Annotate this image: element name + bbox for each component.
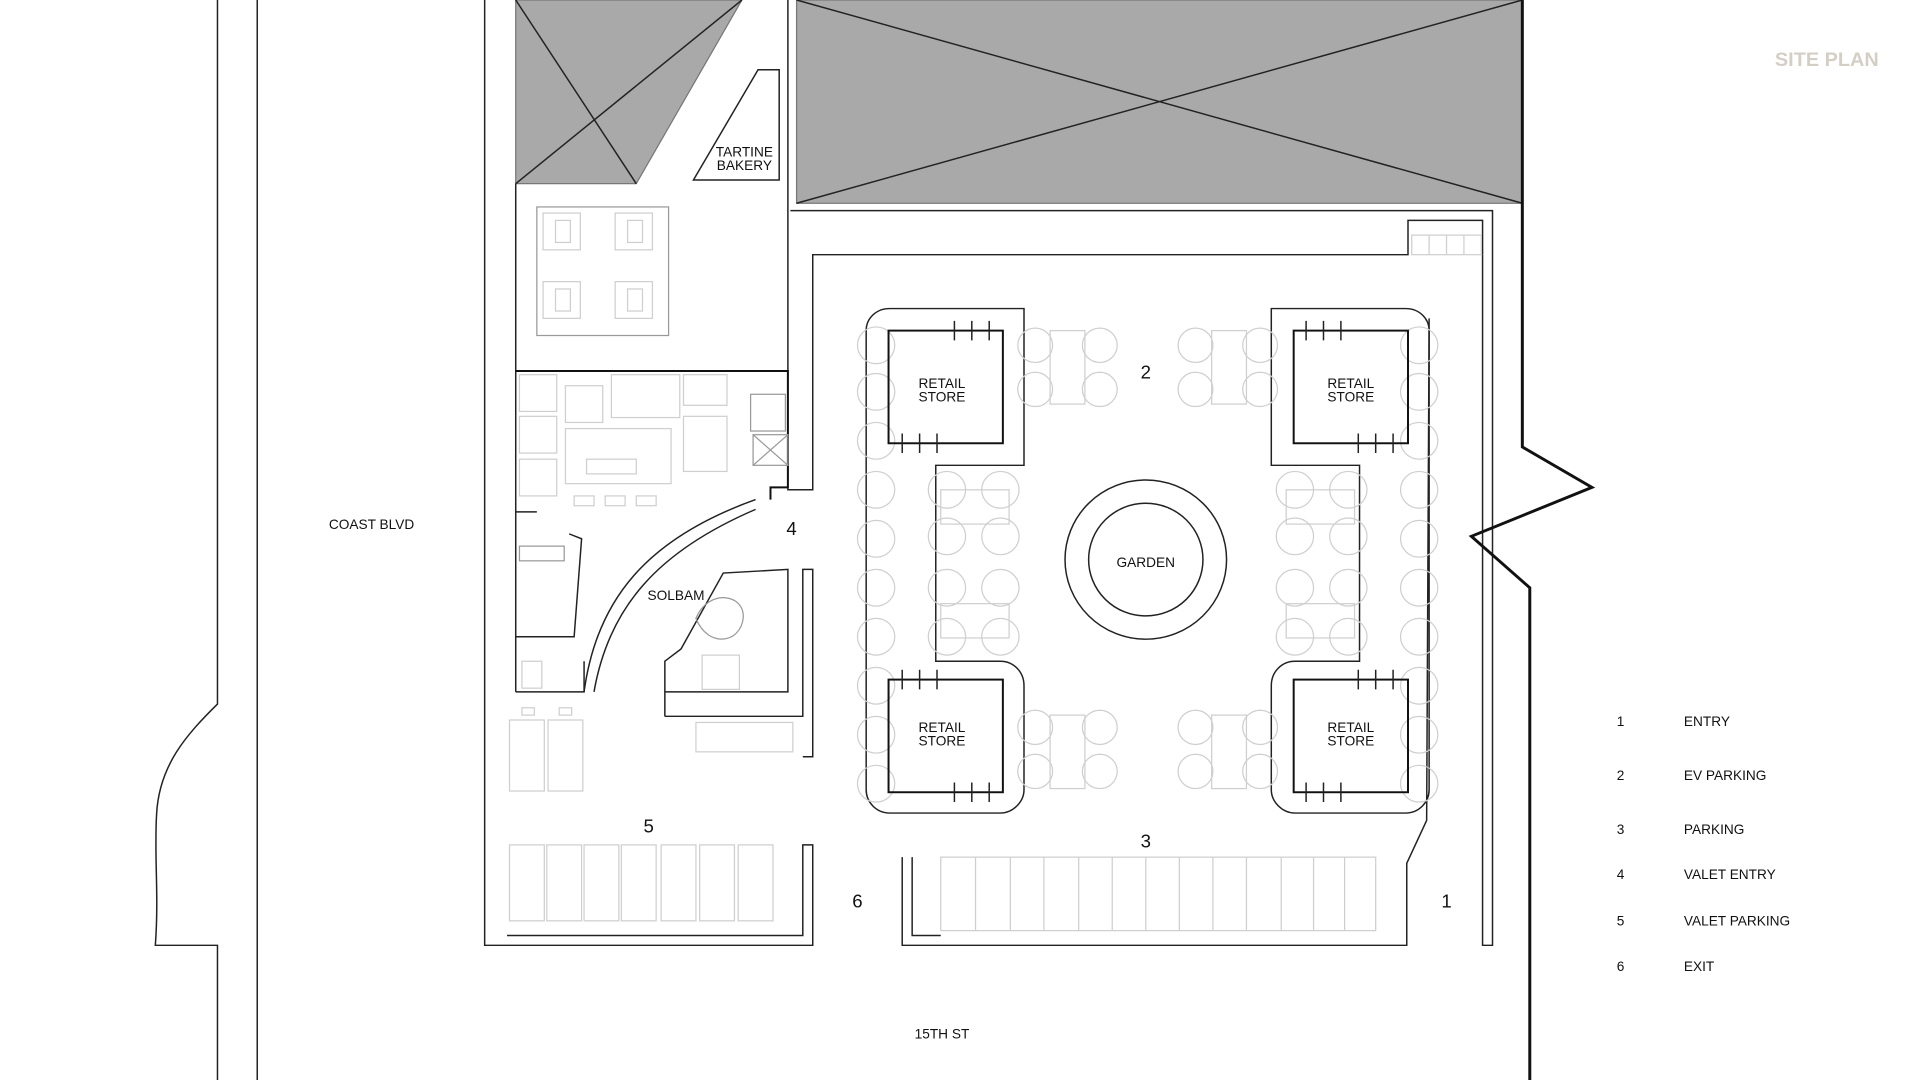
svg-text:2: 2	[1617, 768, 1625, 783]
svg-text:PARKING: PARKING	[1684, 822, 1744, 837]
svg-text:VALET ENTRY: VALET ENTRY	[1684, 867, 1776, 882]
retail-label: STORE	[919, 734, 966, 749]
tartine-bakery-label-2: BAKERY	[717, 158, 772, 173]
retail-label: STORE	[1327, 734, 1374, 749]
neighbor-building-right	[795, 0, 1523, 204]
svg-text:1: 1	[1617, 714, 1625, 729]
marker-5: 5	[644, 816, 654, 837]
retail-label: STORE	[919, 390, 966, 405]
property-line	[1468, 0, 1596, 1080]
site-plan-title: SITE PLAN	[1775, 49, 1879, 71]
svg-text:5: 5	[1617, 914, 1625, 929]
svg-text:ENTRY: ENTRY	[1684, 714, 1730, 729]
retail-label: STORE	[1327, 390, 1374, 405]
retail-store-ne	[1292, 320, 1409, 454]
retail-label: RETAIL	[1327, 720, 1374, 735]
valet-parking-stalls	[508, 707, 774, 922]
coast-blvd-curb	[154, 0, 219, 1080]
svg-text:EXIT: EXIT	[1684, 959, 1714, 974]
neighbor-building-left	[515, 0, 743, 185]
retail-store-nw	[887, 320, 1004, 454]
svg-text:EV PARKING: EV PARKING	[1684, 768, 1767, 783]
plaza	[856, 307, 1439, 814]
marker-2: 2	[1141, 361, 1151, 382]
garden-circle	[1064, 479, 1228, 640]
marker-3: 3	[1141, 830, 1151, 851]
svg-text:6: 6	[1617, 959, 1625, 974]
courtyard-seating	[536, 206, 670, 337]
garden-label: GARDEN	[1117, 555, 1175, 570]
retail-store-sw	[887, 669, 1004, 803]
retail-store-se	[1292, 669, 1409, 803]
svg-text:3: 3	[1617, 822, 1625, 837]
15th-st-label: 15TH ST	[915, 1026, 970, 1041]
parking-stalls	[940, 234, 1482, 932]
tartine-bakery-building	[692, 69, 780, 181]
retail-label: RETAIL	[1327, 376, 1374, 391]
legend: 1 ENTRY 2 EV PARKING 3 PARKING 4 VALET ENTRY…	[1617, 714, 1790, 974]
solbam-label: SOLBAM	[648, 588, 705, 603]
solbam-building	[515, 370, 814, 758]
marker-1: 1	[1441, 890, 1451, 911]
svg-text:VALET PARKING: VALET PARKING	[1684, 914, 1790, 929]
svg-text:4: 4	[1617, 867, 1625, 882]
retail-label: RETAIL	[919, 376, 966, 391]
coast-blvd-label: COAST BLVD	[329, 517, 414, 532]
retail-label: RETAIL	[919, 720, 966, 735]
marker-4: 4	[786, 518, 796, 539]
marker-6: 6	[852, 890, 862, 911]
tartine-bakery-label: TARTINE	[716, 145, 773, 160]
